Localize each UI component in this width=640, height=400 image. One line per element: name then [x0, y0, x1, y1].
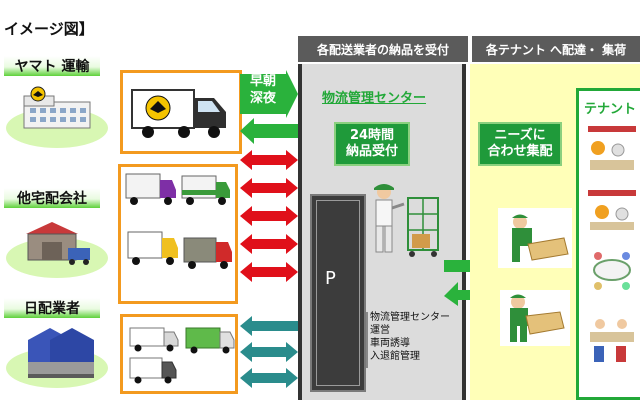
yamato-building-icon: [23, 86, 91, 129]
notes-bracket: [366, 312, 368, 368]
parking-letter: P: [325, 268, 336, 289]
needs-box-line2: 合わせ集配: [487, 144, 553, 159]
parking-area: [310, 194, 366, 392]
needs-box-line1: ニーズに: [494, 127, 546, 143]
company-label-daily-text: 日配業者: [24, 301, 80, 317]
center-title: 物流管理センター: [322, 91, 427, 106]
parking-lane: [316, 200, 360, 386]
company-label-other-text: 他宅配会社: [17, 191, 87, 207]
tenant-shops-icon: [584, 120, 640, 380]
center-note-4: 入退館管理: [370, 351, 420, 362]
page-title: イメージ図】: [4, 20, 94, 38]
center-notes: 物流管理センター 運営 車両誘導 入退館管理: [370, 311, 450, 363]
header-deliver: 各テナント へ配達・ 集荷: [472, 36, 640, 62]
red-arrows-icon: [240, 150, 298, 282]
header-receive: 各配送業者の納品を受付: [298, 36, 468, 62]
daily-trucks-icon: [129, 327, 235, 384]
early-arrow-label: 早朝 深夜: [250, 74, 276, 108]
needs-box: ニーズに 合わせ集配: [478, 122, 562, 166]
trucks-group-icon: [125, 173, 232, 269]
box-24h-line1: 24時間: [349, 127, 395, 143]
center-note-1: 物流管理センター: [370, 312, 450, 323]
warehouse-icon: [26, 222, 90, 265]
worker-carrying-icon: [500, 290, 570, 346]
teal-arrows-icon: [240, 316, 298, 388]
return-arrow-icon: [240, 118, 298, 144]
early-arrow-line1: 早朝: [250, 74, 277, 89]
company-label-other: 他宅配会社: [4, 188, 100, 208]
tenant-label: テナント: [584, 102, 637, 117]
company-label-yamato-text: ヤマト 運輸: [14, 59, 90, 75]
worker-cart-icon: [374, 184, 439, 257]
header-receive-label: 各配送業者の納品を受付: [316, 42, 449, 57]
worker-sorting-icon: [498, 208, 572, 268]
box-24h: 24時間 納品受付: [334, 122, 410, 166]
box-24h-line2: 納品受付: [345, 144, 398, 159]
center-note-3: 車両誘導: [370, 338, 410, 349]
factory-icon: [28, 328, 94, 378]
company-label-yamato: ヤマト 運輸: [4, 56, 100, 76]
center-note-2: 運営: [370, 325, 390, 336]
yamato-truck-icon: [131, 89, 226, 138]
company-label-daily: 日配業者: [4, 298, 100, 318]
early-arrow-icon: [240, 70, 298, 118]
header-deliver-label: 各テナント へ配達・ 集荷: [485, 42, 627, 57]
early-arrow-line2: 深夜: [250, 90, 277, 106]
